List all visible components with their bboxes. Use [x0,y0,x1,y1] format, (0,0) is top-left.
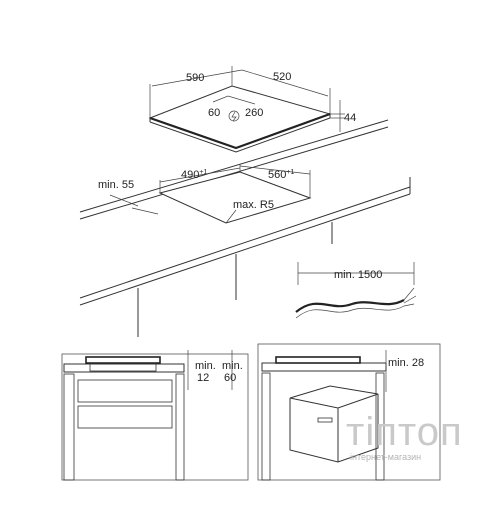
dim-cutout-depth: 490+1 [181,169,207,181]
cabinet-drawer-section [61,350,249,481]
hob-drawing [148,85,332,153]
dim-depth: 520 [273,71,291,83]
dim-connector-right: 260 [245,107,263,119]
dim-cutout-width: 560+1 [268,169,294,181]
dim-corner-radius: max. R5 [233,199,274,211]
dim-gap-12: 12 [197,372,209,384]
dim-width: 590 [186,72,204,84]
dim-gap-60: 60 [224,372,236,384]
cabinet-oven-section [257,343,441,481]
watermark-subtitle: інтернет-магазин [350,452,421,462]
dim-cable-length: min. 1500 [334,269,382,281]
dim-height: 44 [344,112,356,124]
dim-oven-gap: min. 28 [388,357,424,369]
hob-dimension-lines [149,66,345,132]
dim-front-clearance: min. 55 [98,179,134,191]
label-min-60: min. [222,360,243,372]
cable-drawing [295,262,417,319]
power-plug-icon [228,110,240,122]
watermark-logo: тiптоп [346,410,463,454]
cutout-drawing [109,164,312,224]
dim-connector-left: 60 [208,107,220,119]
worktop-drawing [79,119,411,337]
label-min-12: min. [195,360,216,372]
